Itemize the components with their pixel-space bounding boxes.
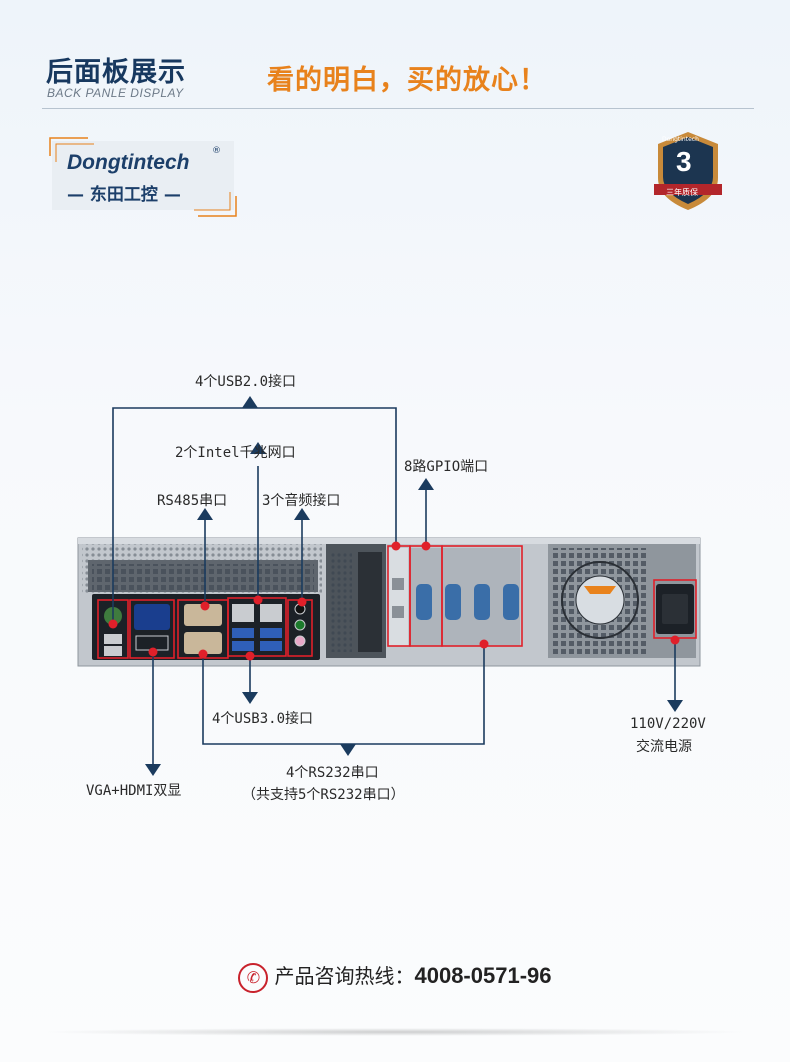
badge-brand-text: Dongtintech: [662, 136, 699, 143]
registered-mark: ®: [212, 146, 221, 156]
label-gpio: 8路GPIO端口: [404, 459, 489, 475]
expansion-slots: [326, 544, 520, 658]
warranty-badge-icon: [654, 132, 722, 210]
label-usb3: 4个USB3.0接口: [212, 711, 314, 727]
highlight-boxes: [97, 545, 697, 659]
header-divider: [42, 108, 754, 109]
label-audio: 3个音频接口: [262, 493, 341, 509]
label-usb2: 4个USB2.0接口: [195, 374, 297, 390]
label-rs485: RS485串口: [157, 493, 228, 509]
logo-frame-corners: [49, 137, 237, 217]
label-power-voltage: 110V/220V: [630, 716, 706, 732]
label-intel-lan: 2个Intel千兆网口: [175, 445, 296, 461]
brand-name-en: Dongtintech: [67, 151, 190, 174]
bottom-shadow: [40, 1028, 750, 1036]
io-connectors: [104, 603, 306, 656]
badge-label: 三年质保: [666, 188, 698, 197]
hotline-number[interactable]: 4008-0571-96: [414, 963, 552, 988]
label-rs232: 4个RS232串口: [286, 765, 379, 781]
hotline: ✆产品咨询热线：4008-0571-96: [0, 960, 790, 993]
brand-name-cn: — 东田工控 —: [67, 185, 181, 205]
power-supply: [548, 544, 696, 658]
label-rs232-total: （共支持5个RS232串口）: [242, 787, 405, 803]
hotline-label: 产品咨询热线：: [274, 964, 415, 988]
page-title: 后面板展示: [46, 57, 186, 88]
connection-dots: [108, 541, 680, 661]
phone-icon: ✆: [238, 962, 269, 993]
label-power-ac: 交流电源: [636, 739, 692, 755]
callout-arrowheads: [145, 396, 683, 776]
brand-logo: [52, 141, 234, 210]
label-vga-hdmi: VGA+HDMI双显: [86, 783, 182, 799]
slogan: 看的明白，买的放心！: [267, 65, 547, 96]
page-subtitle: BACK PANLE DISPLAY: [47, 86, 184, 100]
badge-number: 3: [676, 146, 692, 177]
